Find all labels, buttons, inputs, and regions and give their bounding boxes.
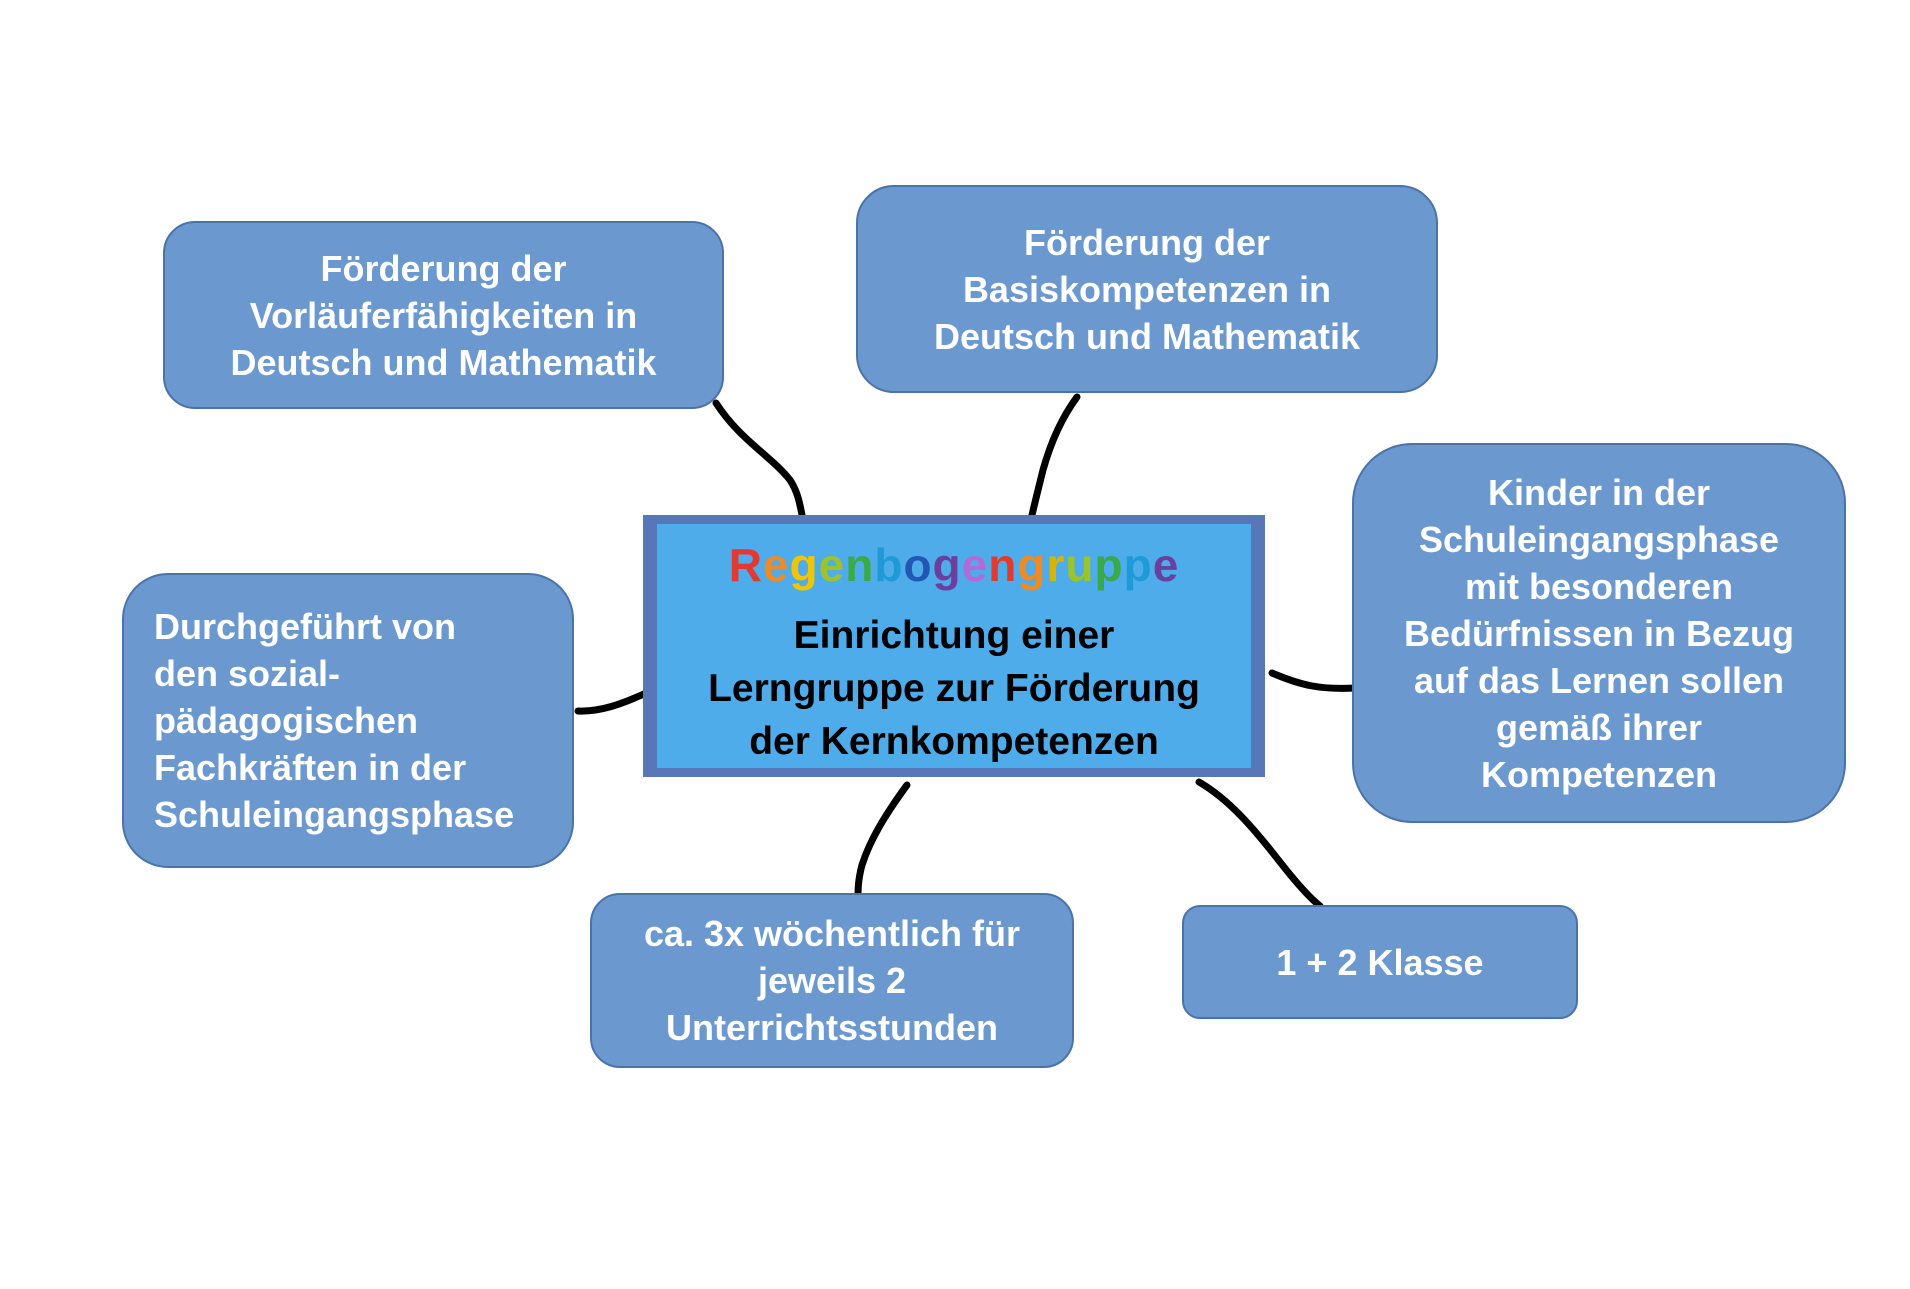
center-title-letter: n xyxy=(988,539,1018,591)
node-line: Basiskompetenzen in xyxy=(962,268,1332,310)
center-title-letter: e xyxy=(961,539,989,591)
center-title-letter: R xyxy=(728,539,763,591)
center-title-letter: r xyxy=(1046,539,1066,591)
center-title-letter: o xyxy=(903,539,933,591)
center-title-letter: b xyxy=(874,539,904,591)
center-title-letter: g xyxy=(789,539,819,591)
node-woechentlich: ca. 3x wöchentlich für jeweils 2 Unterri… xyxy=(590,893,1074,1068)
node-line: Unterrichtsstunden xyxy=(665,1007,999,1048)
node-line: auf das Lernen sollen xyxy=(1413,659,1785,701)
node-durchgefuehrt-text: Durchgeführt von den sozial- pädagogisch… xyxy=(154,603,514,838)
node-kinder-text: Kinder in der Schuleingangsphase mit bes… xyxy=(1404,469,1794,798)
center-subtitle-line: der Kernkompetenzen xyxy=(749,720,1159,763)
connector-basis xyxy=(1028,393,1081,519)
node-line: Deutsch und Mathematik xyxy=(230,341,657,383)
node-line: Kinder in der xyxy=(1487,471,1710,513)
node-line: jeweils 2 xyxy=(757,960,907,1001)
center-subtitle-line: Einrichtung einer xyxy=(793,614,1115,657)
node-line: gemäß ihrer xyxy=(1495,706,1703,748)
node-line: Deutsch und Mathematik xyxy=(933,315,1361,357)
center-title-letter: e xyxy=(1152,539,1180,591)
center-title-letter: p xyxy=(1123,539,1153,591)
center-node-panel: Regenbogengruppe Einrichtung einer Lerng… xyxy=(657,524,1251,768)
node-line: Förderung der xyxy=(1023,221,1270,263)
node-line: Schuleingangsphase xyxy=(154,794,515,835)
node-line: Kompetenzen xyxy=(1480,753,1717,795)
node-line: mit besonderen xyxy=(1464,565,1734,607)
node-klasse: 1 + 2 Klasse xyxy=(1182,905,1578,1019)
node-line: Fachkräften in der xyxy=(154,747,467,788)
connector-kinder xyxy=(1268,669,1360,692)
connector-durchgefuehrt xyxy=(574,689,650,715)
connector-vorlaeufer xyxy=(712,399,806,519)
node-line: den sozial- xyxy=(154,653,341,694)
node-vorlaeufer: Förderung der Vorläuferfähigkeiten in De… xyxy=(163,221,724,409)
node-line: Förderung der xyxy=(320,247,567,289)
center-title-letter: g xyxy=(932,539,962,591)
center-title-letter: u xyxy=(1065,539,1095,591)
node-line: Durchgeführt von xyxy=(154,606,456,647)
node-line: 1 + 2 Klasse xyxy=(1276,941,1484,983)
node-klasse-text: 1 + 2 Klasse xyxy=(1276,939,1483,986)
node-line: Bedürfnissen in Bezug xyxy=(1403,612,1795,654)
node-line: ca. 3x wöchentlich für xyxy=(643,913,1021,954)
node-line: pädagogischen xyxy=(154,700,419,741)
connector-woechentlich xyxy=(854,781,911,901)
node-durchgefuehrt: Durchgeführt von den sozial- pädagogisch… xyxy=(122,573,574,868)
node-kinder: Kinder in der Schuleingangsphase mit bes… xyxy=(1352,443,1846,823)
center-title: Regenbogengruppe xyxy=(729,539,1180,591)
node-basis-text: Förderung der Basiskompetenzen in Deutsc… xyxy=(934,219,1360,360)
connector-klasse xyxy=(1195,778,1324,910)
center-node: Regenbogengruppe Einrichtung einer Lerng… xyxy=(643,515,1265,777)
node-vorlaeufer-text: Förderung der Vorläuferfähigkeiten in De… xyxy=(230,245,656,386)
node-basis: Förderung der Basiskompetenzen in Deutsc… xyxy=(856,185,1438,393)
center-subtitle: Einrichtung einer Lerngruppe zur Förderu… xyxy=(708,609,1200,768)
node-line: Schuleingangsphase xyxy=(1418,518,1780,560)
center-title-letter: n xyxy=(845,539,875,591)
center-title-letter: e xyxy=(762,539,790,591)
node-line: Vorläuferfähigkeiten in xyxy=(249,294,638,336)
center-title-letter: g xyxy=(1017,539,1047,591)
center-title-letter: e xyxy=(818,539,846,591)
center-subtitle-line: Lerngruppe zur Förderung xyxy=(708,667,1200,710)
center-title-letter: p xyxy=(1094,539,1124,591)
node-woechentlich-text: ca. 3x wöchentlich für jeweils 2 Unterri… xyxy=(644,910,1020,1051)
